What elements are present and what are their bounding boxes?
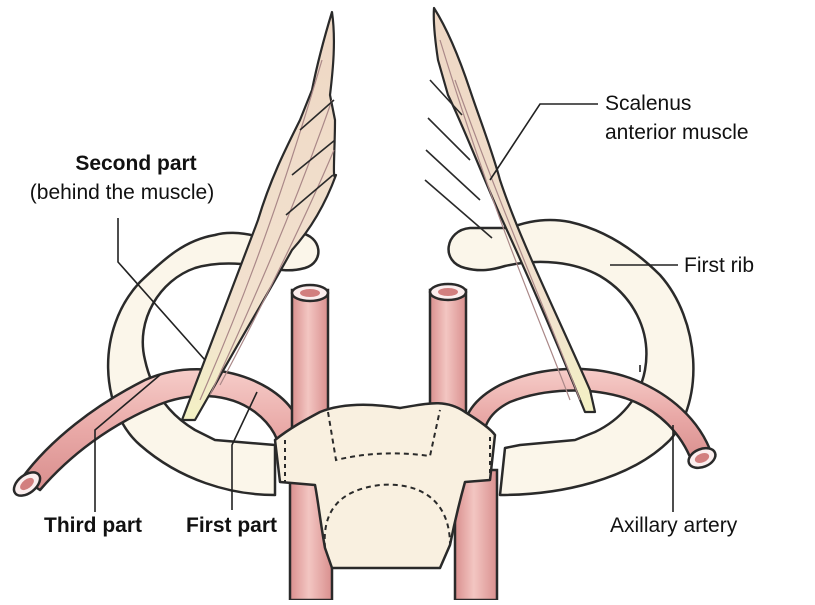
right-subclavian-artery [460,367,717,470]
manubrium [273,402,497,570]
left-common-carotid [290,283,330,432]
leader-second-part [117,218,206,361]
right-scalenus-anterior [424,6,597,414]
right-first-rib [447,218,695,497]
left-scalenus-anterior [180,10,338,422]
label-first-rib: First rib [684,254,754,277]
leader-scalenus [489,103,598,181]
label-second-part-note: (behind the muscle) [29,181,215,204]
label-second-part: Second part [75,152,197,175]
leader-third-part [94,374,161,512]
leader-lines [94,103,678,512]
label-scalenus-line1: Scalenus [605,92,692,115]
label-third-part: Third part [44,514,142,537]
label-scalenus-line2: anterior muscle [605,121,749,144]
label-first-part: First part [186,514,278,537]
label-axillary-artery: Axillary artery [610,514,738,537]
leader-first-part [231,391,258,510]
